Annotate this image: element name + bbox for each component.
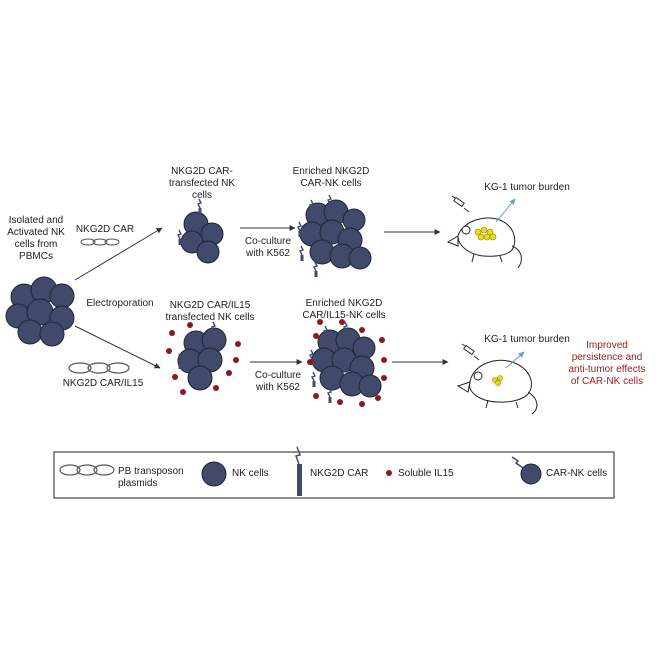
top-enriched-label: Enriched NKG2D CAR-NK cells xyxy=(292,166,370,189)
legend-nk-label: NK cells xyxy=(232,468,269,479)
outcome-text: Improved persistence and anti-tumor effe… xyxy=(568,340,646,387)
top-tumor xyxy=(474,226,497,241)
bottom-tumor-label: KG-1 tumor burden xyxy=(484,334,570,345)
legend-transposon-icon xyxy=(59,464,115,476)
bottom-plasmid xyxy=(68,362,130,374)
arrow-to-bottom xyxy=(74,325,161,369)
left-cluster-label: Isolated and Activated NK cells from PBM… xyxy=(7,215,65,262)
bottom-coculture-label: Co-culture with K562 xyxy=(254,370,302,393)
legend-car-nk-icon xyxy=(511,456,542,485)
bottom-enriched-cells xyxy=(309,321,382,404)
legend-car-nk-label: CAR-NK cells xyxy=(546,468,608,479)
top-transfected-label: NKG2D CAR-transfected NK cells xyxy=(168,166,236,201)
bottom-transfected-cells xyxy=(177,321,227,391)
bottom-enriched-label: Enriched NKG2D CAR/IL15-NK cells xyxy=(302,298,386,321)
legend-car-icon xyxy=(295,446,302,496)
bottom-il15-dots xyxy=(166,322,241,395)
arrow-to-top xyxy=(74,227,163,281)
legend-car-label: NKG2D CAR xyxy=(310,468,369,479)
bottom-blue-arrow xyxy=(505,351,525,369)
top-transfected-cells xyxy=(177,198,224,264)
top-mouse xyxy=(446,217,522,269)
top-plasmid-label: NKG2D CAR xyxy=(75,224,135,235)
top-blue-arrow xyxy=(495,198,516,223)
legend-transposon-label: PB transposon plasmids xyxy=(118,466,184,489)
bottom-mouse xyxy=(456,359,538,415)
top-enriched-cells xyxy=(297,194,372,278)
bottom-tumor xyxy=(492,375,503,386)
bottom-syringe-icon xyxy=(461,343,480,361)
top-tumor-label: KG-1 tumor burden xyxy=(484,182,570,193)
legend-nk-icon xyxy=(201,461,227,487)
top-coculture-label: Co-culture with K562 xyxy=(244,236,292,259)
top-plasmid xyxy=(80,238,120,246)
left-nk-cluster xyxy=(5,276,75,347)
electroporation-label: Electroporation xyxy=(86,298,154,309)
bottom-enriched-il15-dots xyxy=(307,319,387,407)
bottom-plasmid-label: NKG2D CAR/IL15 xyxy=(62,378,144,389)
bottom-transfected-label: NKG2D CAR/IL15 transfected NK cells xyxy=(165,300,255,323)
legend-il15-icon xyxy=(386,470,392,476)
top-syringe-icon xyxy=(451,195,470,213)
legend-il15-label: Soluble IL15 xyxy=(398,468,454,479)
